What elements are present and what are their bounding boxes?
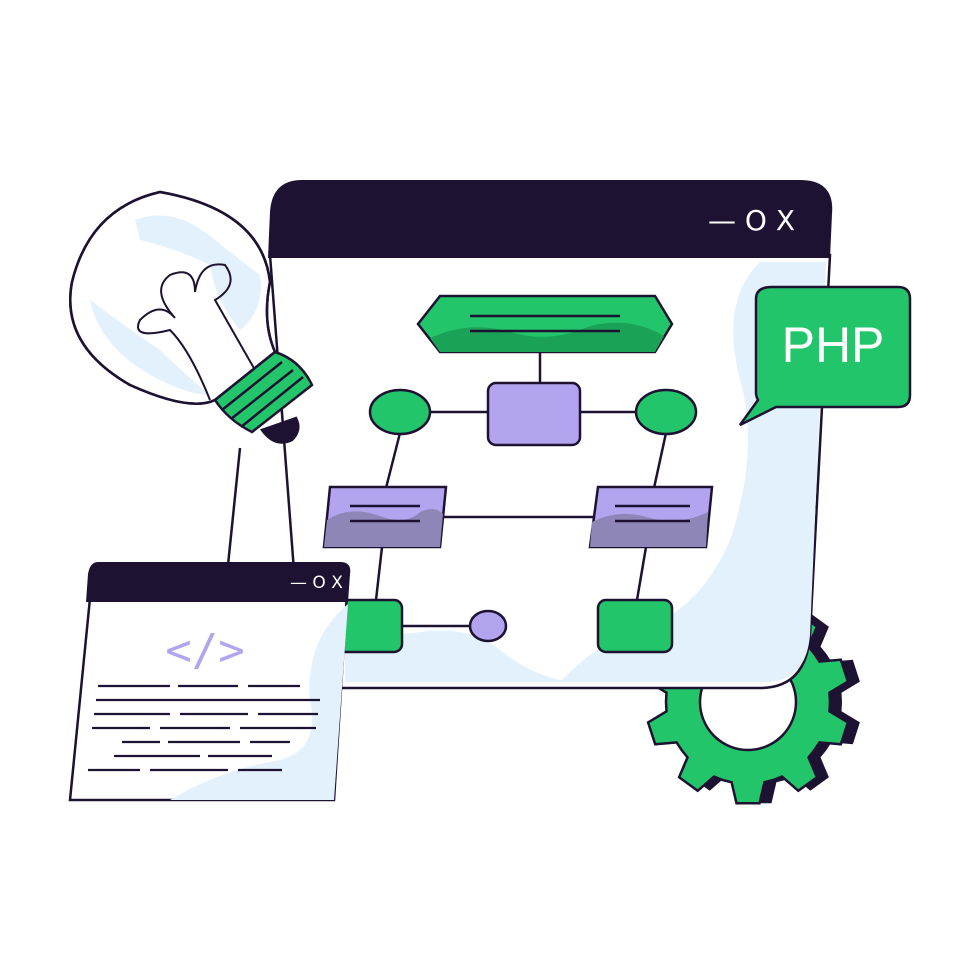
- connector: [635, 546, 648, 601]
- code-window-blob: [170, 604, 348, 800]
- code-lines: [88, 684, 320, 772]
- main-window-blob-2: [345, 612, 570, 682]
- code-icon: </>: [165, 625, 244, 676]
- flowchart-right-data-node: [588, 485, 714, 549]
- php-speech-bubble: PHP: [738, 285, 912, 427]
- flowchart-left-ellipse: [368, 388, 432, 436]
- flowchart-start-node: [416, 294, 674, 354]
- connector: [652, 432, 668, 489]
- flowchart-diagram: [322, 294, 714, 654]
- flowchart-connector-dot: [468, 609, 508, 643]
- window-controls[interactable]: — O X: [708, 204, 795, 237]
- connector: [384, 432, 402, 489]
- flowchart-process-node: [486, 381, 582, 447]
- main-window-titlebar: [268, 180, 833, 258]
- flowchart-right-ellipse: [634, 388, 698, 436]
- code-window: — O X </>: [68, 562, 351, 802]
- lightbulb-icon: [69, 190, 314, 566]
- bulb-cord: [226, 447, 242, 566]
- flowchart-left-data-node: [322, 485, 448, 549]
- code-window-controls[interactable]: — O X: [290, 573, 343, 593]
- flowchart-bottom-right-node: [596, 598, 674, 654]
- php-label: PHP: [782, 317, 885, 373]
- connector: [374, 546, 384, 601]
- code-window-titlebar: [86, 562, 351, 602]
